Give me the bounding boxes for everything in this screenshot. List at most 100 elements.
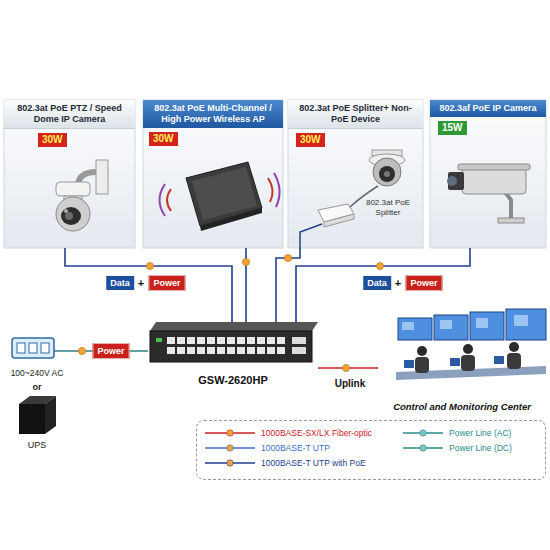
legend-text: 1000BASE-SX/LX Fiber-optic [261,427,372,439]
device-note: 802.3at PoE Splitter [356,198,420,218]
legend-line-sample [403,443,443,453]
ptz-camera [56,160,108,231]
node-label: UPS [28,440,47,451]
wattage-badge: 30W [38,133,67,147]
ups-unit: UPS [12,394,62,452]
control-room-part [402,322,414,330]
legend-box: 1000BASE-SX/LX Fiber-optic 1000BASE-T UTP… [196,420,546,480]
splitter-panel: 802.3at PoE Splitter+ Non-PoE Device30W [288,100,423,248]
switch-body-part [166,336,286,356]
ac-outlet-part [29,343,37,353]
panel-ground-part [143,100,283,248]
label-holder: Power [148,275,185,291]
power-tag: Power [405,275,442,291]
power-tag: Power [148,275,185,291]
ac-outlet-part [54,350,72,352]
legend-entry: 1000BASE-SX/LX Fiber-optic [205,427,372,439]
plus-sign: + [138,277,144,289]
node-label: 100~240V AC [11,368,64,379]
legend-line-sample [205,458,255,468]
edge-label-holder: Uplink [333,378,368,390]
control-room-part [417,346,427,356]
legend-dot [420,430,426,436]
ptz-camera-part [65,212,73,220]
control-room [396,309,546,380]
wireless-ap-part [268,178,273,202]
dome-camera [369,150,405,186]
wattage-badge: 15W [438,121,467,135]
switch-body [150,322,318,362]
label-holder: Data [363,276,391,290]
control-room-part [494,356,504,364]
legend-line-sample [205,428,255,438]
cable-marker [243,259,250,266]
label-holder: + [138,277,144,289]
plus-sign: + [395,277,401,289]
box-camera-part [448,172,464,190]
control-center: Control and Monitoring Center [378,306,546,414]
control-room-part [434,315,468,340]
ptz-camera-panel: 802.3at PoE PTZ / Speed Dome IP Camera30… [4,100,135,248]
dome-camera-part [379,166,395,182]
legend-entry: Power Line (AC) [403,427,511,439]
uplink-label: Uplink [333,378,368,390]
ups-cube-part [19,404,45,434]
panel-header: 802.3at PoE Splitter+ Non-PoE Device [288,100,423,129]
switch-body-part [156,338,162,342]
power-tag: Power [92,343,129,359]
label-holder: Data [106,276,134,290]
node-label: GSW-2620HP [198,374,267,387]
ac-outlet-part [17,343,25,353]
cable-marker [147,263,154,270]
control-room-part [463,344,473,354]
ptz-camera-part [61,207,81,225]
control-room-part [509,342,519,352]
legend-dot [227,460,233,466]
panel-ground-part [430,100,546,248]
label-holder: Power [405,275,442,291]
switch-body-part [292,347,306,354]
ip-camera-panel: 802.3af PoE IP Camera 15W [430,100,546,248]
label-holder: 802.3at PoE Splitter [356,198,420,218]
control-room-part [440,320,452,329]
label-holder: or [33,382,42,393]
node-label: Control and Monitoring Center [393,401,531,413]
box-camera-part [458,164,530,170]
ptz-camera-part [64,209,68,213]
legend-dot [227,445,233,451]
legend-dot [227,430,233,436]
control-room-part [514,315,528,326]
legend-text: Power Line (DC) [449,442,512,454]
edge-label-holder: Power [92,343,129,359]
control-room-part [507,353,521,369]
wireless-ap-part [192,167,257,220]
legend-text: 1000BASE-T UTP [261,442,330,454]
legend-line-sample [205,443,255,453]
poe-splitter-part [324,214,354,227]
box-camera [447,164,530,223]
switch-body-part [150,331,312,362]
ac-outlet [12,338,72,358]
ptz-camera-part [96,160,108,194]
panel-header: 802.3af PoE IP Camera [430,100,546,117]
poe-splitter [300,186,378,248]
control-room-part [476,318,488,328]
dome-camera-part [384,171,390,177]
ups-cube-part [45,396,56,434]
ptz-camera-part [56,197,90,231]
box-camera-part [498,218,524,223]
legend-entry: Power Line (DC) [403,442,512,454]
wireless-ap [160,162,280,231]
cable-marker [377,263,384,270]
panel-header: 802.3at PoE Multi-Channel / High Power W… [143,100,283,128]
legend-text: Power Line (AC) [449,427,511,439]
control-room-part [470,312,504,340]
ac-outlet-part [41,343,49,353]
cable-marker [343,365,350,372]
ac-outlet-part [12,338,54,358]
poe-switch: GSW-2620HP [148,322,318,388]
ac-power-source: 100~240V AC [2,334,72,380]
cable-marker [79,348,86,355]
label-holder: + [395,277,401,289]
legend-line-sample [403,428,443,438]
